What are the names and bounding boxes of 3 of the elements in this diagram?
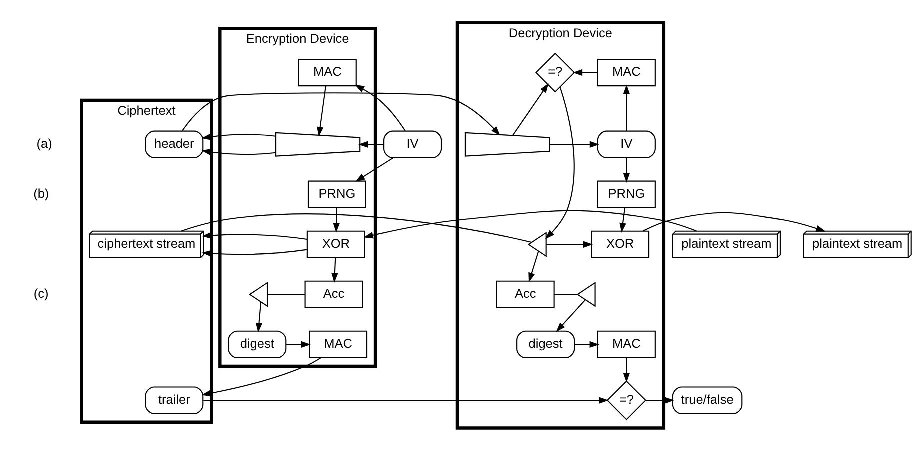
label: (b) [34, 185, 50, 200]
label: (a) [36, 135, 52, 150]
label: (c) [34, 285, 49, 300]
